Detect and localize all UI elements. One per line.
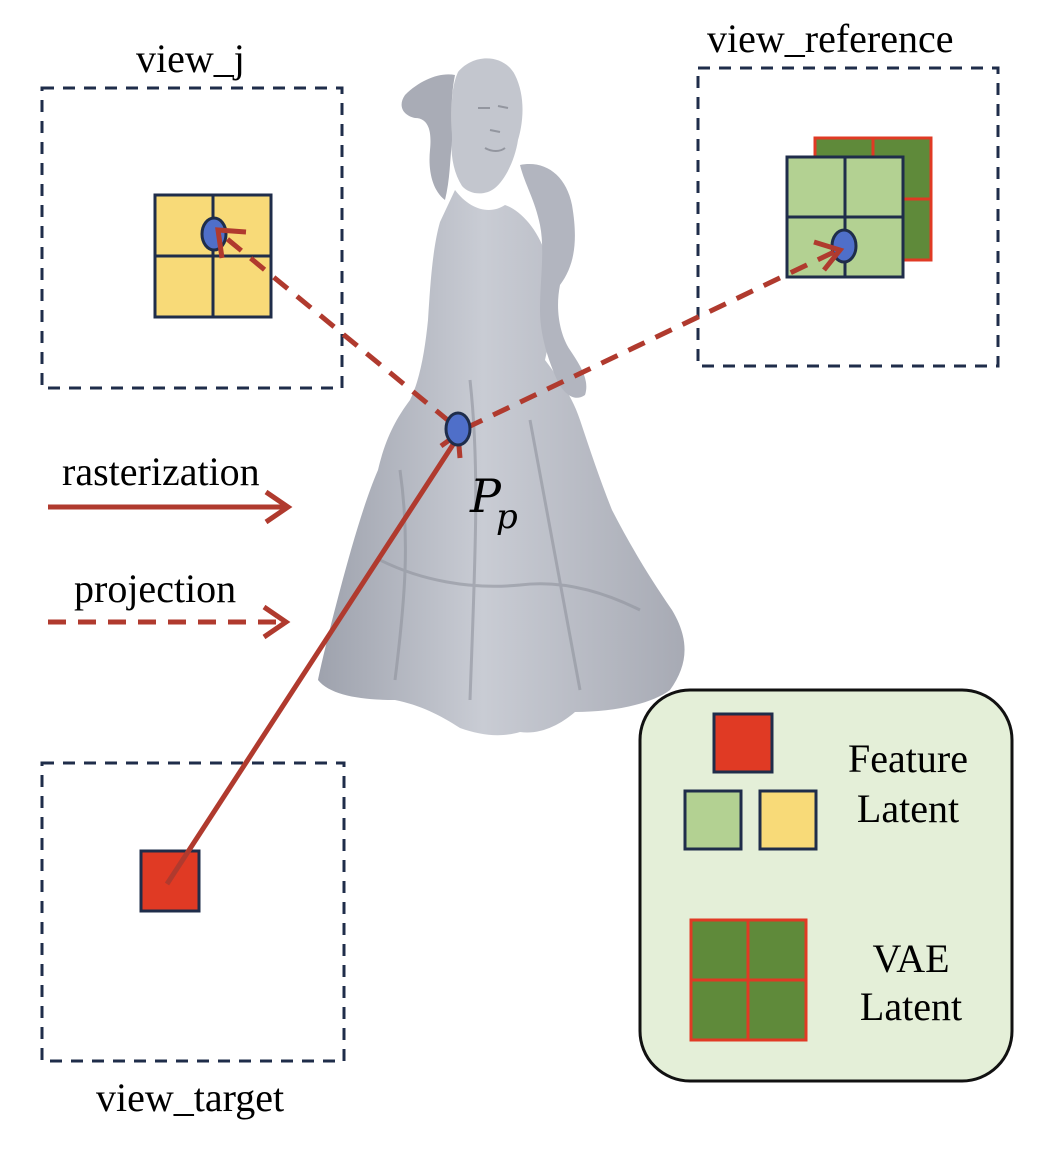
view-j-panel: view_j xyxy=(40,36,344,390)
legend-feature-line1: Feature xyxy=(848,736,968,781)
legend-feature-line2: Latent xyxy=(857,786,959,831)
projection-arrow-to-view-j xyxy=(224,236,452,424)
view-target-panel: view_target xyxy=(40,761,346,1120)
projection-arrows xyxy=(215,227,845,431)
projection-label: projection xyxy=(74,566,236,611)
view-target-frame xyxy=(40,761,346,1063)
view-reference-frame xyxy=(696,66,1000,368)
rasterization-legend-arrowhead xyxy=(264,489,293,525)
projection-arrowhead-view-j xyxy=(215,227,247,259)
view-reference-panel: view_reference xyxy=(696,16,1000,368)
view-reference-label: view_reference xyxy=(707,16,953,61)
statue-arm xyxy=(520,164,587,398)
legend-feature-red-swatch xyxy=(712,712,774,774)
statue-folds xyxy=(379,379,641,701)
statue-hair xyxy=(401,74,455,200)
legend-feature-yellow-swatch xyxy=(758,789,818,851)
rasterization-label: rasterization xyxy=(62,449,260,494)
projection-arrow-to-view-reference xyxy=(464,249,836,431)
legend-vae-line2: Latent xyxy=(860,984,962,1029)
view-reference-latent-grid xyxy=(785,155,905,279)
projection-legend-arrowhead xyxy=(262,604,291,640)
statue-face xyxy=(478,105,509,152)
view-j-frame xyxy=(40,86,344,390)
point-label: P xyxy=(469,469,502,523)
statue-head xyxy=(451,58,523,194)
view-target-label: view_target xyxy=(96,1075,284,1120)
projection-arrowhead-view-reference xyxy=(813,239,845,272)
arrow-legend: rasterization projection xyxy=(48,449,293,640)
point-subscript: p xyxy=(496,497,518,537)
legend-vae-line1: VAE xyxy=(872,936,949,981)
view-j-label: view_j xyxy=(136,36,245,81)
view-j-latent-grid xyxy=(153,193,273,319)
statue-figure xyxy=(318,58,685,736)
rasterization-arrow-to-point xyxy=(164,438,459,886)
point-symbol: P xyxy=(469,469,502,523)
latent-legend: Feature Latent VAE Latent xyxy=(638,688,1014,1083)
surface-point-p xyxy=(444,411,472,447)
statue-dress xyxy=(318,190,685,736)
legend-vae-swatch xyxy=(689,918,808,1042)
legend-feature-green-swatch xyxy=(683,789,743,851)
